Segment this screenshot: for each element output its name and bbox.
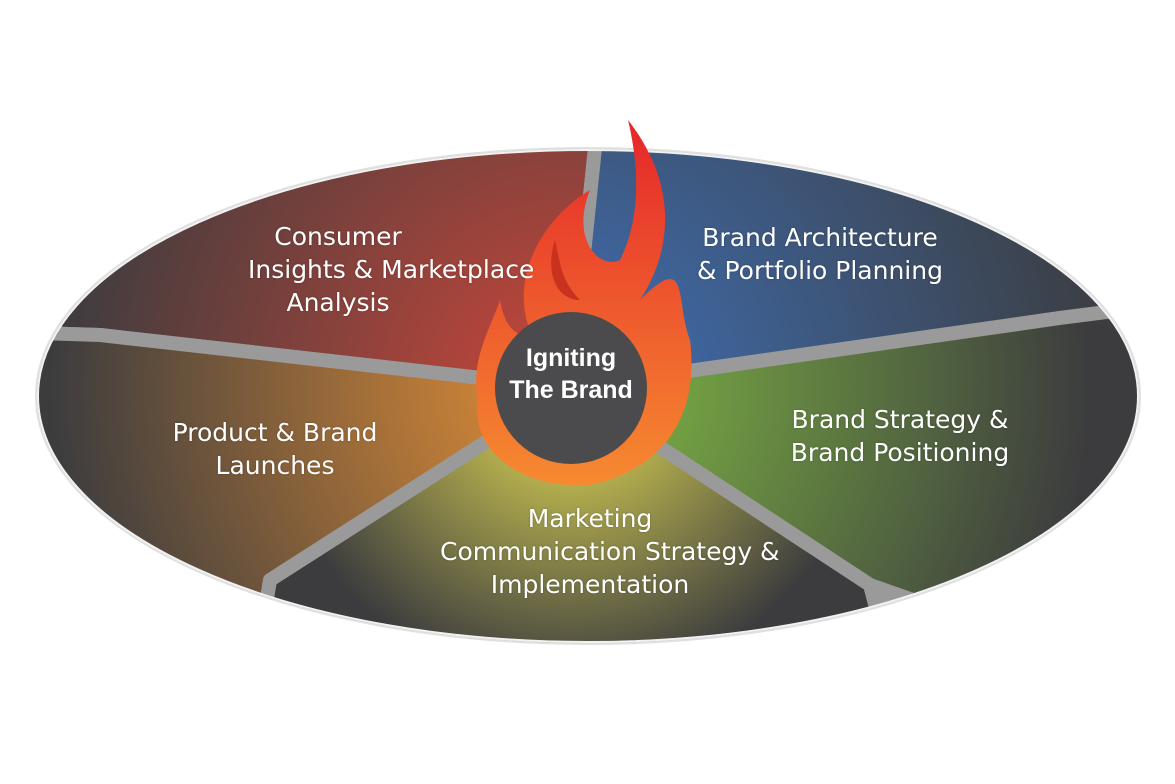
label-consumer: Consumer Insights & Marketplace Analysis [248,220,535,319]
label-line: Brand Strategy & [791,405,1009,434]
label-line: Brand Positioning [790,438,1010,467]
label-line: Analysis [286,288,390,317]
label-line: Launches [215,451,335,480]
hub-circle [495,312,647,464]
label-line: Brand Architecture [702,223,938,252]
label-line: Product & Brand [172,418,378,447]
label-line: Consumer [274,222,402,251]
label-line: Marketing [527,504,653,533]
center-line-1: Igniting [525,344,617,372]
label-launches: Product & Brand Launches [160,416,390,482]
center-line-2: The Brand [509,376,633,404]
center-title: Igniting The Brand [496,342,646,406]
label-line: Communication Strategy & [440,537,780,566]
label-marketing: Marketing Communication Strategy & Imple… [440,502,780,601]
label-line: Insights & Marketplace [248,255,535,284]
label-architecture: Brand Architecture & Portfolio Planning [690,221,950,287]
label-strategy: Brand Strategy & Brand Positioning [770,403,1030,469]
label-line: Implementation [490,570,690,599]
label-line: & Portfolio Planning [697,256,943,285]
